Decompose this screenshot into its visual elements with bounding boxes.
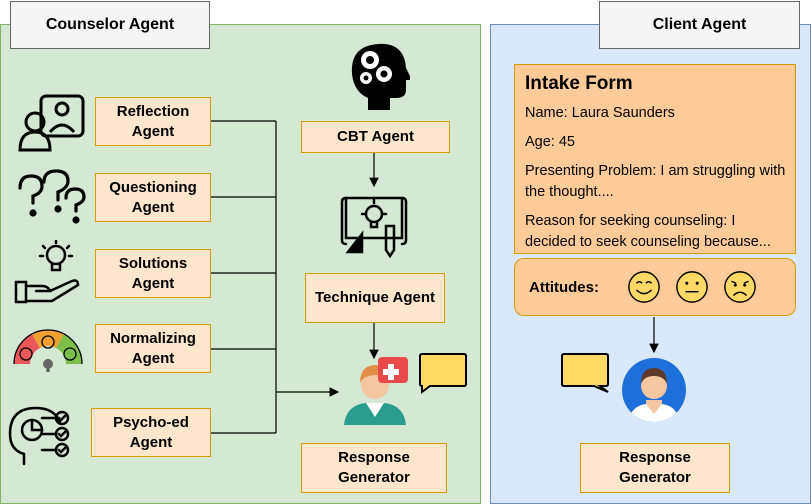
emotion-gauge-icon <box>13 329 83 372</box>
technique-agent-box: Technique Agent <box>305 273 445 323</box>
neutral-face-icon <box>676 271 708 303</box>
intake-problem: Presenting Problem: I am struggling with… <box>525 163 786 200</box>
normalizing-agent-box: Normalizing Agent <box>95 324 211 373</box>
attitudes-box: Attitudes: <box>514 258 796 316</box>
person-frame-icon <box>18 94 85 152</box>
intake-form: Intake Form Name: Laura Saunders Age: 45… <box>514 64 796 254</box>
head-checklist-icon <box>8 406 70 466</box>
speech-bubble-icon <box>419 353 467 394</box>
counselor-title: Counselor Agent <box>10 1 210 49</box>
sad-face-icon <box>724 271 756 303</box>
attitudes-label: Attitudes: <box>529 278 599 296</box>
cbt-agent-box: CBT Agent <box>301 121 450 153</box>
intake-name: Name: Laura Saunders <box>525 105 675 121</box>
head-gears-icon <box>351 43 410 110</box>
solutions-agent-box: Solutions Agent <box>95 249 211 298</box>
blueprint-icon <box>340 196 408 258</box>
questioning-agent-box: Questioning Agent <box>95 173 211 222</box>
idea-hand-icon <box>14 240 80 304</box>
speech-bubble-icon <box>561 353 609 393</box>
psychoed-agent-box: Psycho-ed Agent <box>91 408 211 457</box>
happy-face-icon <box>628 271 660 303</box>
reflection-agent-box: Reflection Agent <box>95 97 211 146</box>
client-response-generator: Response Generator <box>580 443 730 493</box>
counselor-response-generator: Response Generator <box>301 443 447 493</box>
intake-reason: Reason for seeking counseling: I decided… <box>525 213 771 250</box>
question-marks-icon <box>18 169 86 224</box>
intake-form-title: Intake Form <box>525 73 633 94</box>
intake-age: Age: 45 <box>525 134 575 150</box>
client-title: Client Agent <box>599 1 800 49</box>
client-avatar-icon <box>622 358 686 422</box>
doctor-avatar-icon <box>344 357 408 425</box>
